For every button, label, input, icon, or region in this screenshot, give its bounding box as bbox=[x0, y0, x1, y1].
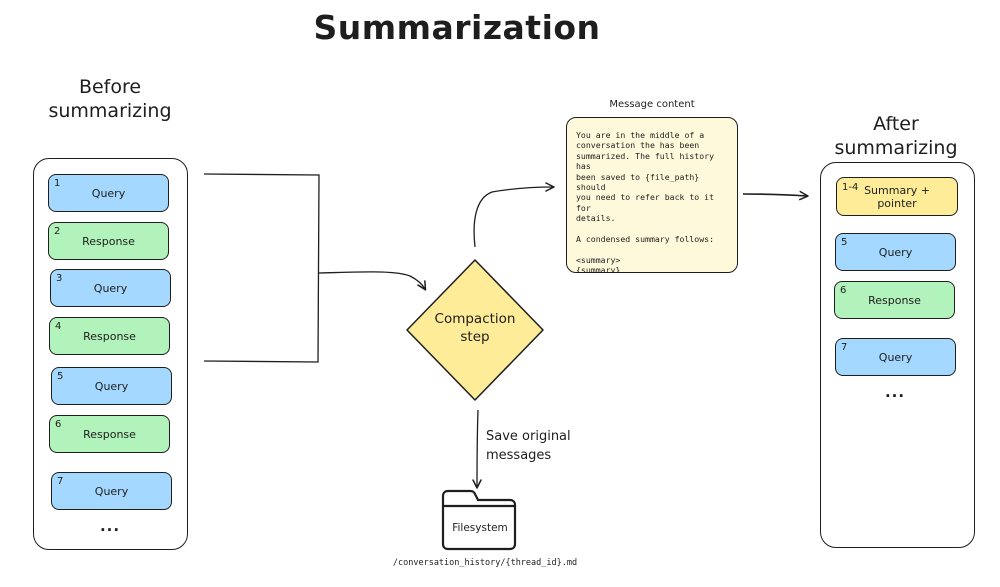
message-number: 2 bbox=[54, 226, 61, 237]
arrow-to-filesystem bbox=[472, 409, 482, 489]
message-label: Summary + pointer bbox=[864, 183, 930, 210]
compaction-diamond bbox=[406, 259, 544, 401]
before-message-4: 4 Response bbox=[49, 317, 170, 355]
message-label: Query bbox=[91, 186, 126, 200]
message-label: Response bbox=[868, 293, 921, 307]
message-number: 7 bbox=[57, 476, 64, 487]
before-message-3: 3 Query bbox=[50, 269, 171, 307]
after-message-5: 5 Query bbox=[835, 233, 956, 271]
after-ellipsis: ... bbox=[884, 383, 906, 401]
message-label: Query bbox=[93, 281, 128, 295]
message-label: Response bbox=[83, 427, 136, 441]
save-original-label: Save original messages bbox=[486, 429, 571, 463]
after-message-7: 7 Query bbox=[835, 338, 956, 376]
message-number: 7 bbox=[841, 342, 848, 353]
after-heading: After summarizing bbox=[834, 113, 958, 159]
message-label: Query bbox=[94, 379, 129, 393]
after-message-summary: 1-4 Summary + pointer bbox=[836, 177, 958, 216]
message-number: 5 bbox=[841, 237, 848, 248]
after-panel: 1-4 Summary + pointer 5 Query 6 Response… bbox=[820, 162, 975, 548]
message-number: 3 bbox=[56, 273, 63, 284]
message-content-label: Message content bbox=[609, 99, 695, 110]
message-label: Response bbox=[83, 329, 136, 343]
before-message-5: 5 Query bbox=[51, 367, 172, 405]
before-panel: 1 Query 2 Response 3 Query 4 Response 5 … bbox=[33, 158, 188, 550]
arrow-to-compaction bbox=[318, 271, 427, 291]
message-content-note: You are in the middle of a conversation … bbox=[566, 117, 738, 273]
message-number: 6 bbox=[840, 285, 847, 296]
before-heading: Before summarizing bbox=[48, 76, 172, 122]
before-message-2: 2 Response bbox=[48, 222, 169, 260]
filesystem-label: Filesystem bbox=[452, 522, 508, 534]
message-number: 1-4 bbox=[842, 182, 859, 193]
folder-icon bbox=[441, 489, 517, 551]
after-message-6: 6 Response bbox=[834, 281, 955, 319]
bracket-line bbox=[203, 173, 320, 363]
before-message-7: 7 Query bbox=[51, 472, 172, 510]
message-number: 4 bbox=[55, 321, 62, 332]
message-label: Query bbox=[94, 484, 129, 498]
message-number: 6 bbox=[55, 419, 62, 430]
compaction-step-label: Compaction step bbox=[434, 311, 516, 345]
diagram-title: Summarization bbox=[313, 8, 601, 47]
message-number: 5 bbox=[57, 371, 64, 382]
arrow-to-after-panel bbox=[742, 190, 809, 201]
before-message-6: 6 Response bbox=[49, 415, 170, 453]
message-label: Query bbox=[878, 350, 913, 364]
message-label: Query bbox=[878, 245, 913, 259]
filesystem-path: /conversation_history/{thread_id}.md bbox=[392, 558, 578, 568]
before-ellipsis: ... bbox=[99, 517, 121, 535]
before-message-1: 1 Query bbox=[48, 174, 169, 212]
arrow-to-message-content bbox=[473, 182, 555, 248]
message-label: Response bbox=[82, 234, 135, 248]
message-number: 1 bbox=[54, 178, 61, 189]
